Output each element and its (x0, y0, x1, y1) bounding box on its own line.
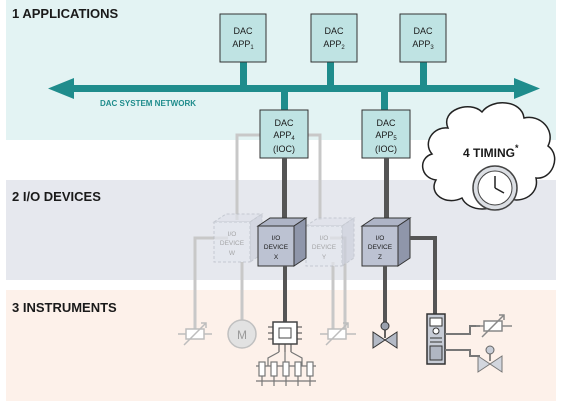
variable-resistor-icon-middle (320, 322, 356, 346)
app-3-line2: APP3 (412, 39, 434, 51)
app-3-line1: DAC (413, 26, 433, 36)
device-x-line3: X (274, 254, 279, 261)
io-device-w[interactable]: I/O DEVICE W (212, 213, 264, 263)
timing-cloud: 4 TIMING* (422, 102, 556, 210)
io-device-z[interactable]: I/O DEVICE Z (360, 217, 412, 267)
io-device-y[interactable]: I/O DEVICE Y (304, 217, 356, 267)
ioc-5-line2: APP5 (375, 130, 397, 142)
device-z-line2: DEVICE (368, 244, 393, 251)
device-y-line2: DEVICE (312, 244, 337, 251)
ioc-4-line1: DAC (274, 118, 294, 128)
ioc-device-links (282, 158, 389, 220)
app-2-line2: APP2 (323, 39, 345, 51)
network-label: DAC SYSTEM NETWORK (100, 99, 196, 108)
controller-cabinet-icon (426, 313, 480, 365)
app-1-line2: APP1 (232, 39, 254, 51)
timing-label: 4 TIMING* (463, 143, 519, 160)
device-x-line2: DEVICE (264, 244, 289, 251)
device-z-line3: Z (378, 254, 382, 261)
ioc-5-line3: (IOC) (375, 144, 397, 154)
variable-resistor-icon-left (178, 322, 212, 346)
variable-resistor-icon-right (476, 314, 512, 338)
device-y-line1: I/O (320, 235, 329, 242)
motor-icon: M (227, 319, 257, 349)
instruments-band-title: 3 INSTRUMENTS (12, 300, 117, 315)
motor-letter: M (237, 328, 247, 342)
device-y-line3: Y (322, 254, 327, 261)
resistor-array-icon (256, 351, 316, 386)
dac-system-network (48, 78, 540, 99)
valve-icon-right (477, 345, 503, 373)
clock-icon (472, 165, 518, 211)
instruments-band (6, 290, 556, 401)
device-x-line1: I/O (272, 235, 281, 242)
instrument-links (283, 236, 437, 322)
ioc-4-line2: APP4 (273, 130, 295, 142)
chip-icon (268, 321, 302, 352)
applications-band-title: 1 APPLICATIONS (12, 6, 119, 21)
app-2-line1: DAC (324, 26, 344, 36)
device-w-line2: DEVICE (220, 240, 245, 247)
device-z-line1: I/O (376, 235, 385, 242)
ioc-5-line1: DAC (376, 118, 396, 128)
app-1-line1: DAC (233, 26, 253, 36)
ioc-4-line3: (IOC) (273, 144, 295, 154)
device-w-line1: I/O (228, 231, 237, 238)
dac-app-1[interactable]: DAC APP1 (219, 13, 267, 63)
dac-app-5-ioc[interactable]: DAC APP5 (IOC) (361, 109, 411, 159)
device-w-line3: W (229, 250, 236, 257)
valve-icon (372, 321, 398, 349)
app-stems (240, 62, 427, 112)
dac-app-3[interactable]: DAC APP3 (399, 13, 447, 63)
io-device-x[interactable]: I/O DEVICE X (256, 217, 308, 267)
dac-app-4-ioc[interactable]: DAC APP4 (IOC) (259, 109, 309, 159)
dac-app-2[interactable]: DAC APP2 (310, 13, 358, 63)
io-devices-band-title: 2 I/O DEVICES (12, 189, 101, 204)
